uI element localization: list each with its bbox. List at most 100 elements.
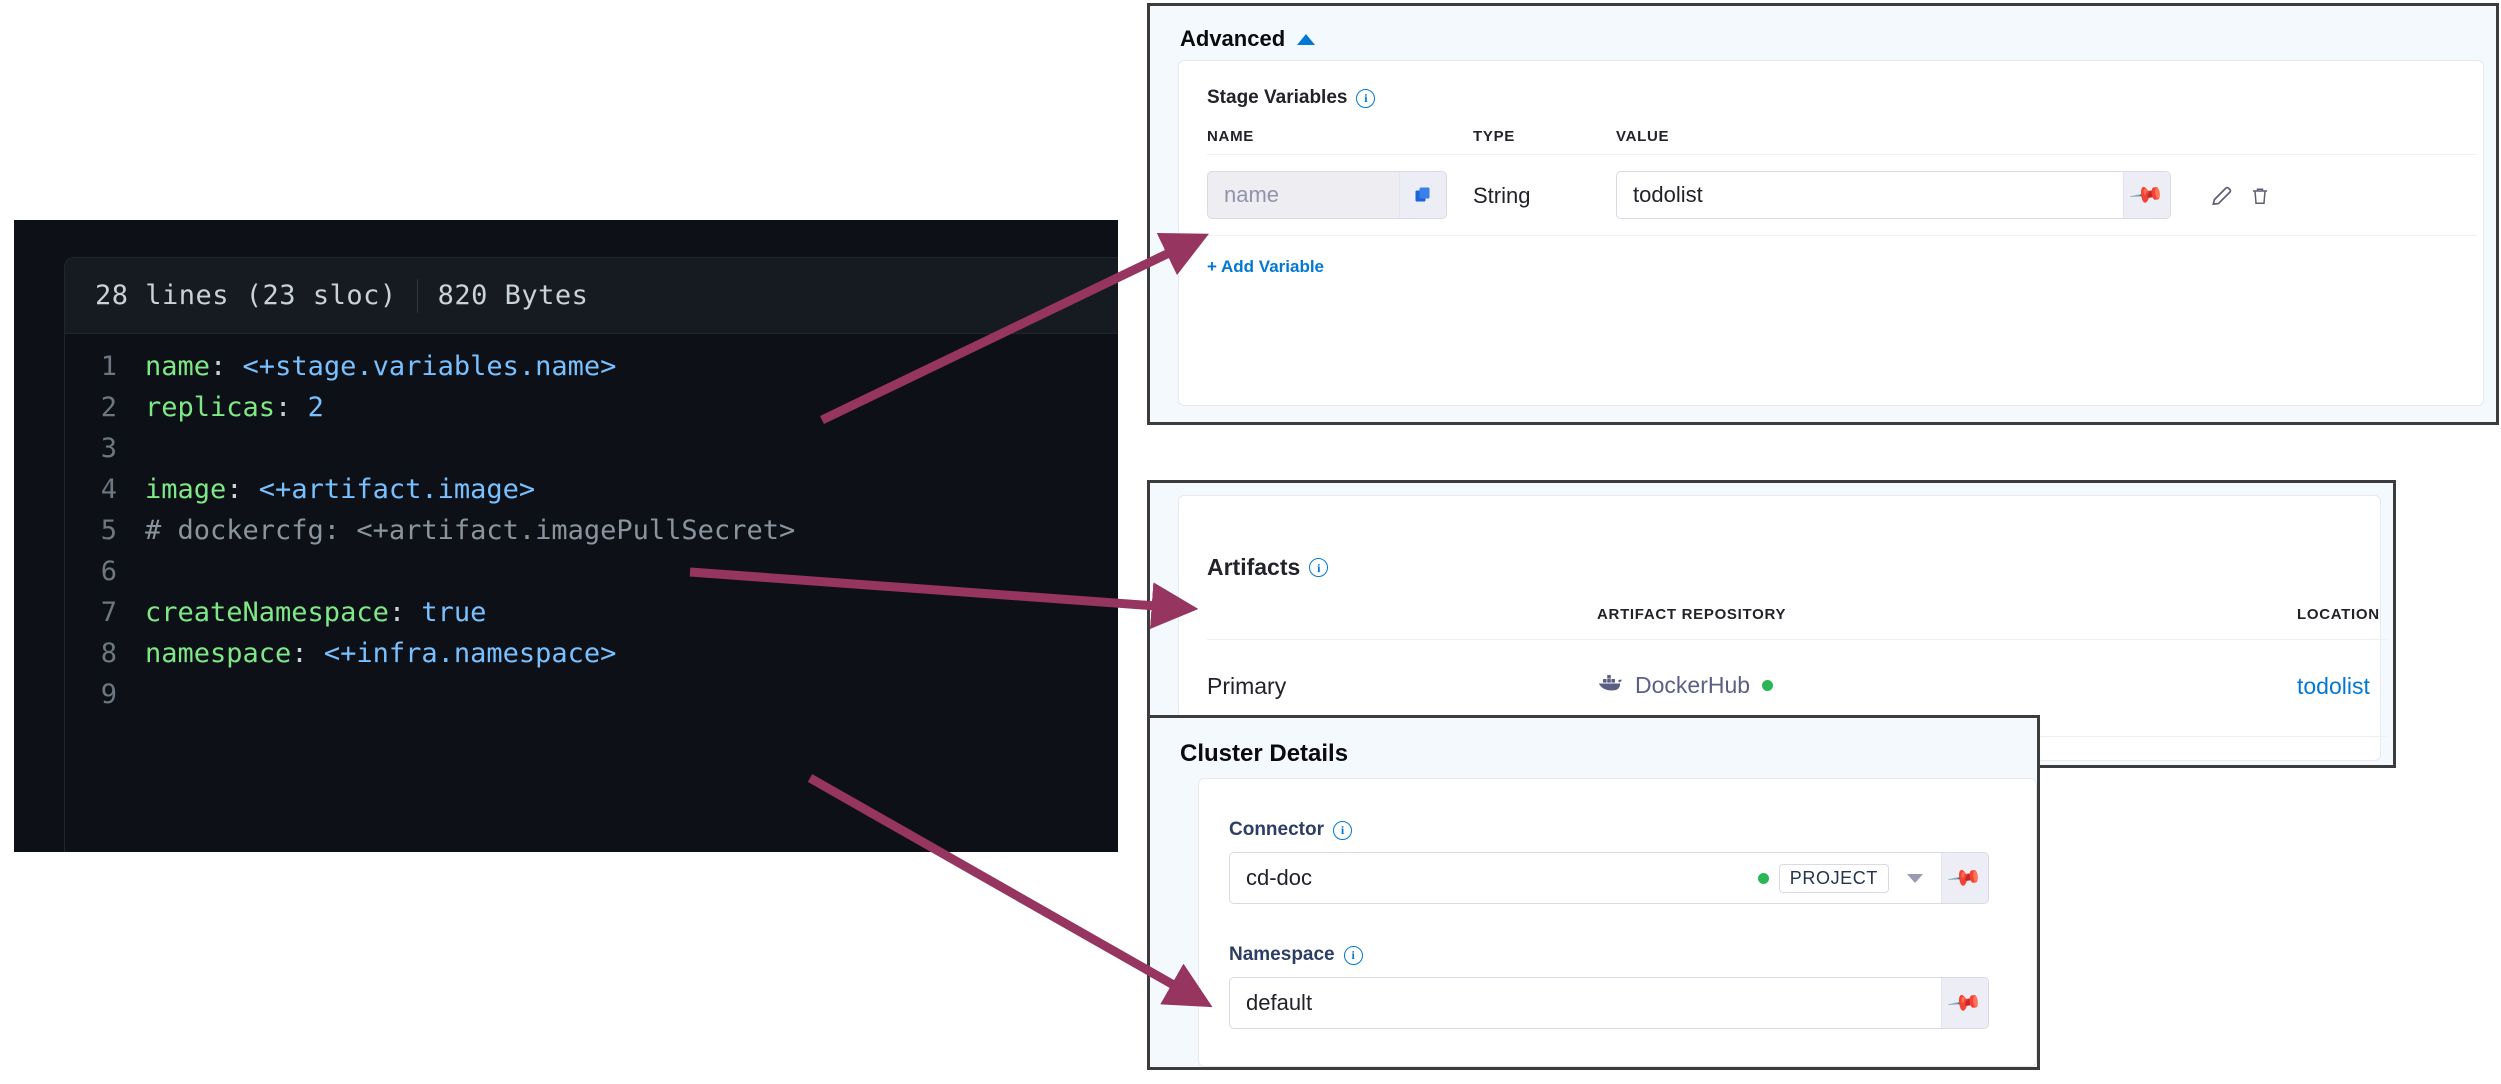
code-key: replicas [145, 392, 276, 423]
code-line-number: 4 [100, 474, 117, 505]
pin-icon[interactable]: 📌 [1941, 853, 1988, 903]
advanced-section-panel: Advanced Stage Variables i NAME TYPE VAL… [1147, 3, 2499, 425]
docker-whale-icon [1597, 673, 1623, 698]
code-line-content: image: <+artifact.image> [145, 469, 535, 510]
info-icon[interactable]: i [1343, 945, 1363, 965]
code-file-card: 28 lines (23 sloc) 820 Bytes 1 name: <+st… [64, 257, 1118, 852]
pin-icon[interactable]: 📌 [2123, 172, 2170, 218]
code-colon: : [388, 597, 406, 628]
code-line-number: 9 [100, 679, 117, 710]
artifact-type: Primary [1207, 673, 1287, 699]
namespace-value: default [1246, 990, 1313, 1015]
cluster-details-title: Cluster Details [1180, 740, 1349, 767]
stage-variables-label-group: Stage Variables i [1207, 87, 1376, 109]
code-value: <+stage.variables.name> [226, 351, 617, 382]
variable-value-text: todolist [1633, 182, 1703, 207]
code-line-content: name: <+stage.variables.name> [145, 346, 616, 387]
namespace-label-group: Namespace i [1229, 944, 1363, 966]
advanced-content-card: Stage Variables i NAME TYPE VALUE name S… [1178, 60, 2484, 406]
code-file-viewer: 28 lines (23 sloc) 820 Bytes 1 name: <+st… [14, 220, 1118, 852]
code-colon: : [226, 474, 243, 505]
code-line: 1 name: <+stage.variables.name> [65, 346, 1118, 387]
advanced-header[interactable]: Advanced [1180, 26, 1316, 52]
green-status-dot [1757, 872, 1769, 884]
stage-variables-label: Stage Variables [1207, 87, 1348, 108]
column-header-artifact-repository: ARTIFACT REPOSITORY [1597, 606, 1787, 623]
chevron-down-icon[interactable] [1907, 873, 1923, 883]
code-lines-count: 28 lines (23 sloc) [95, 280, 397, 311]
code-colon: : [291, 638, 308, 669]
green-status-dot [1762, 680, 1774, 691]
code-line: 8 namespace: <+infra.namespace> [65, 633, 1118, 674]
code-line-number: 2 [100, 392, 117, 423]
chevron-up-icon[interactable] [1297, 33, 1316, 45]
code-line: 4 image: <+artifact.image> [65, 469, 1118, 510]
info-icon[interactable]: i [1309, 558, 1329, 577]
code-key: createNamespace [145, 597, 389, 628]
variable-name-input[interactable]: name [1207, 171, 1447, 219]
code-colon: : [275, 392, 292, 423]
namespace-label: Namespace [1229, 944, 1335, 965]
code-value: true [405, 597, 487, 628]
code-file-size: 820 Bytes [437, 280, 589, 311]
artifact-repository-name: DockerHub [1635, 672, 1751, 698]
variable-value-input[interactable]: todolist 📌 [1616, 171, 2171, 219]
code-key: name [145, 351, 211, 382]
cluster-details-panel: Cluster Details Connector i cd-doc PROJE… [1147, 715, 2040, 1070]
info-icon[interactable]: i [1333, 820, 1352, 840]
trash-icon[interactable] [2245, 181, 2275, 211]
code-key: image [145, 474, 227, 505]
code-line-content: # dockercfg: <+artifact.imagePullSecret> [145, 510, 795, 551]
connector-label-group: Connector i [1229, 819, 1352, 841]
pencil-icon[interactable] [2207, 181, 2237, 211]
table-bottom-divider [1207, 235, 2477, 237]
add-variable-button[interactable]: + Add Variable [1207, 257, 1324, 276]
code-file-meta-bar: 28 lines (23 sloc) 820 Bytes [65, 258, 1118, 334]
code-colon: : [210, 351, 227, 382]
code-line-number: 6 [100, 556, 117, 587]
code-comment: # dockercfg: <+artifact.imagePullSecret> [145, 515, 796, 546]
code-value: 2 [291, 392, 324, 423]
pin-icon[interactable]: 📌 [1941, 978, 1988, 1028]
code-line-number: 1 [100, 351, 117, 382]
code-line-content: createNamespace: true [145, 592, 486, 633]
code-line-number: 5 [100, 515, 117, 546]
code-key: namespace [145, 638, 292, 669]
code-value: <+infra.namespace> [307, 638, 617, 669]
column-header-name: NAME [1207, 128, 1254, 145]
info-icon[interactable]: i [1356, 88, 1376, 108]
cluster-details-card: Connector i cd-doc PROJECT 📌 Namespace i… [1198, 778, 2037, 1067]
code-line: 7 createNamespace: true [65, 592, 1118, 633]
code-line: 3 [65, 428, 1118, 469]
code-line-number: 3 [100, 433, 117, 464]
code-line-number: 7 [100, 597, 117, 628]
variable-name-value: name [1224, 182, 1280, 207]
code-line-content: namespace: <+infra.namespace> [145, 633, 616, 674]
namespace-input[interactable]: default 📌 [1229, 977, 1989, 1029]
artifact-row: Primary DockerHub todolist [1207, 639, 2387, 737]
column-header-value: VALUE [1616, 128, 1670, 145]
copy-icon[interactable] [1399, 172, 1446, 218]
code-line-number: 8 [100, 638, 117, 669]
code-value: <+artifact.image> [242, 474, 536, 505]
meta-divider [416, 278, 418, 313]
code-line: 6 [65, 551, 1118, 592]
code-line: 5 # dockercfg: <+artifact.imagePullSecret… [65, 510, 1118, 551]
stage-variable-row: name String todolist 📌 [1207, 154, 2477, 236]
column-header-type: TYPE [1473, 128, 1515, 145]
connector-select[interactable]: cd-doc PROJECT 📌 [1229, 852, 1989, 904]
artifacts-label: Artifacts [1207, 554, 1301, 580]
advanced-title: Advanced [1180, 26, 1286, 51]
connector-scope-tag: PROJECT [1778, 863, 1889, 893]
code-line: 9 [65, 674, 1118, 715]
code-line-content: replicas: 2 [145, 387, 324, 428]
connector-value: cd-doc [1246, 865, 1313, 890]
column-header-location: LOCATION [2297, 606, 2380, 623]
variable-type-value: String [1473, 183, 1531, 208]
connector-label: Connector [1229, 819, 1324, 840]
artifacts-label-group: Artifacts i [1207, 554, 1329, 581]
artifact-repository-cell: DockerHub [1597, 672, 1774, 699]
artifact-location[interactable]: todolist [2297, 673, 2370, 699]
